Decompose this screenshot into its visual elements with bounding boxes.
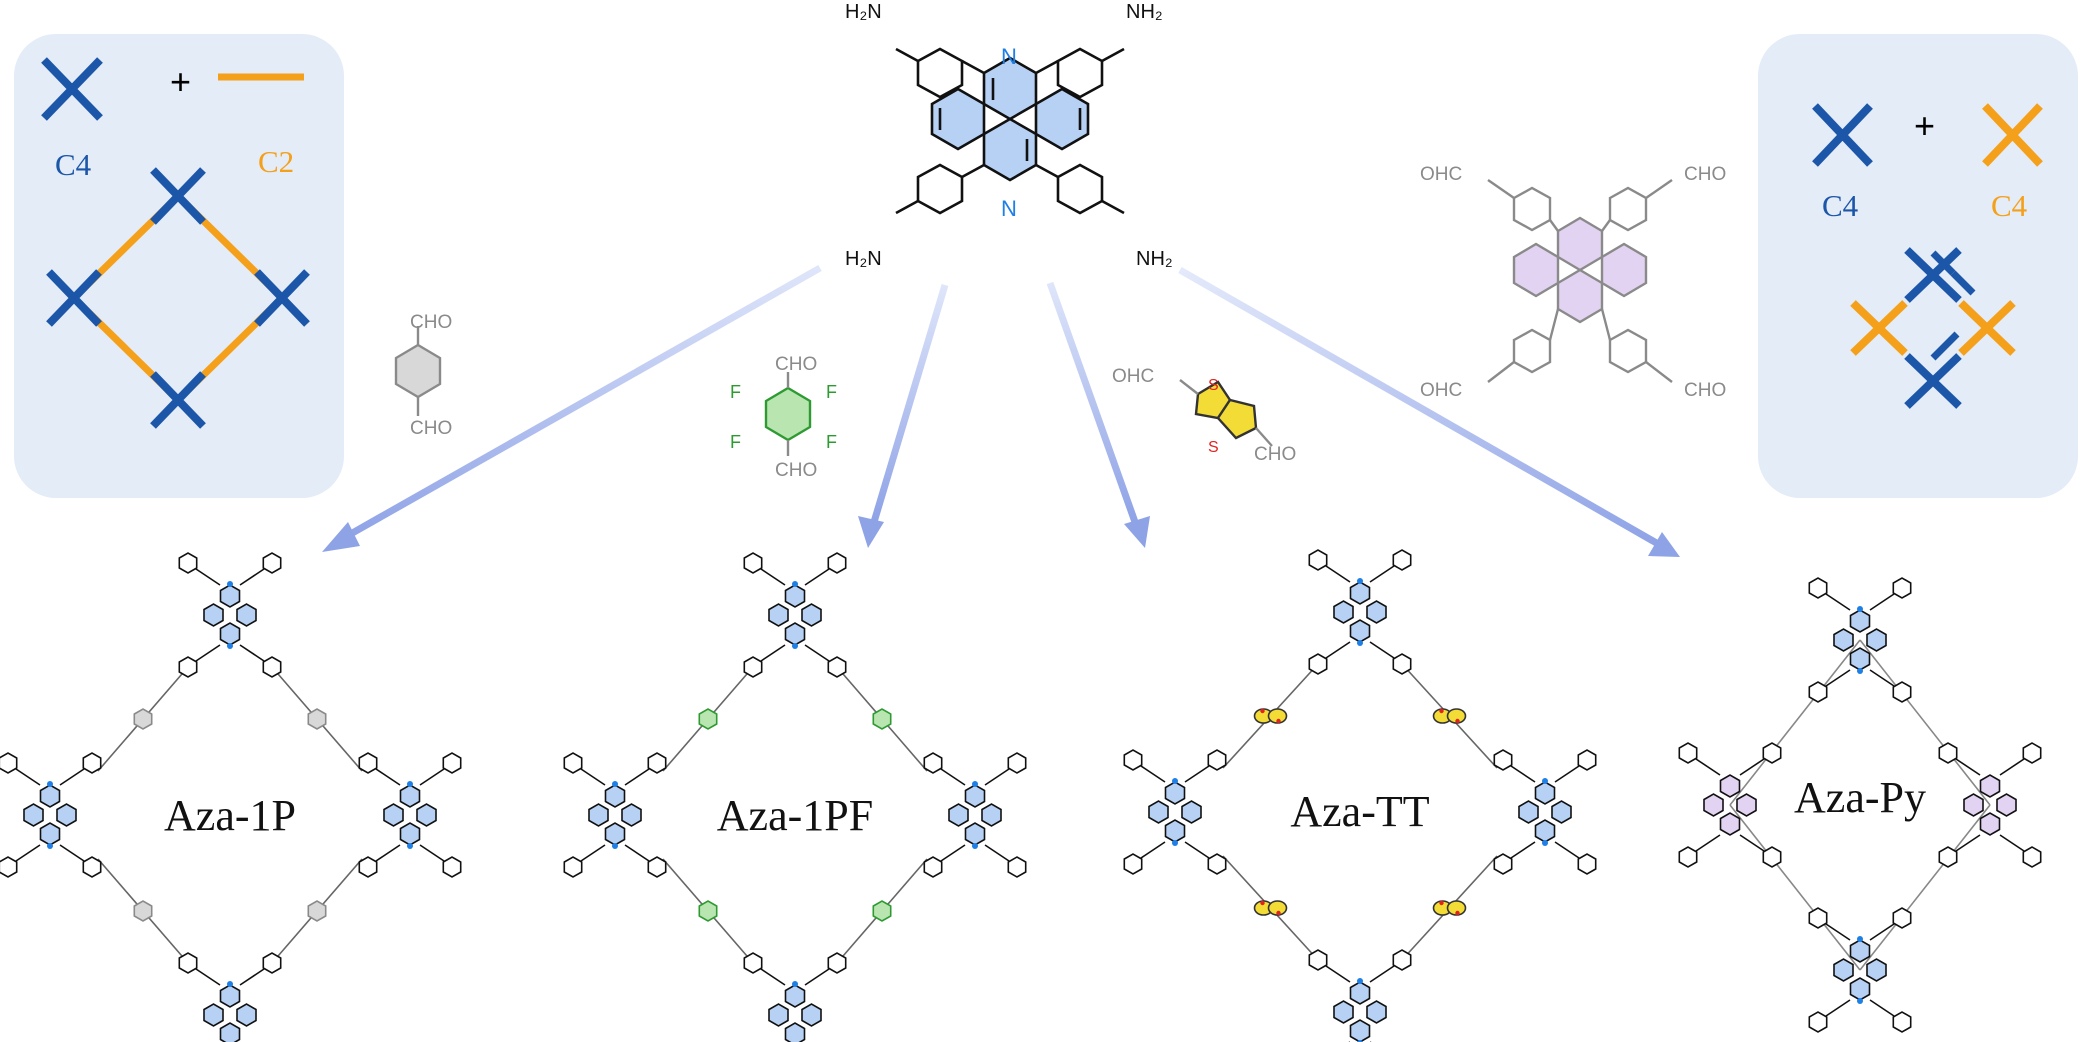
framework-linker [1401, 855, 1498, 961]
pyrene-tetraaldehyde-linker: OHC CHO OHC CHO [1420, 164, 1726, 401]
cof-framework-pf [563, 552, 1027, 1042]
c4-node-label-right: C4 [1822, 188, 1859, 223]
framework-node [1678, 742, 1782, 868]
imine-bond [1729, 639, 1861, 806]
cho-br-label: CHO [1684, 380, 1726, 401]
arrow-to-aza-py [1178, 266, 1680, 557]
framework-node [178, 552, 282, 678]
thienothiophene-linker: OHC CHO S S [1112, 366, 1296, 465]
framework-node [1808, 907, 1912, 1033]
framework-node [1808, 577, 1912, 703]
cho-top-label: CHO [410, 312, 452, 333]
c4-node-symbol [41, 57, 103, 121]
sql-topology-diagram [46, 167, 310, 429]
cof-label-aza-1pf: Aza-1PF [717, 791, 873, 840]
ring-nitrogen-bottom: N [1001, 196, 1017, 221]
cho-right-label: CHO [1254, 444, 1296, 465]
reaction-arrows [322, 264, 1680, 557]
amine-label-tr: NH₂ [1126, 1, 1163, 23]
framework-linker [1222, 855, 1319, 961]
c4-linker-label-right: C4 [1991, 188, 2028, 223]
fluorine-label-tl: F [730, 382, 741, 402]
sulfur-label-top: S [1208, 377, 1219, 394]
ohc-tl-label: OHC [1420, 164, 1462, 185]
amine-label-bl: H₂N [845, 248, 882, 270]
cof-framework-py [1678, 577, 2042, 1033]
core-molecule-labels: H₂N NH₂ H₂N NH₂ N N [845, 1, 1173, 270]
arrow-to-aza-1p [322, 264, 822, 552]
framework-linker [271, 858, 363, 964]
c4-node-symbol-right [1812, 103, 1873, 167]
framework-node [1938, 742, 2042, 868]
kgm-topology-diagram [1850, 247, 2016, 409]
framework-linker [836, 858, 928, 964]
fluorine-label-br: F [826, 432, 837, 452]
framework-node [178, 952, 282, 1042]
c2-linker-label: C2 [258, 144, 294, 179]
c4-linker-symbol [1982, 103, 2043, 167]
phenyl-arm-tr [1035, 47, 1125, 99]
cho-bottom-label: CHO [410, 418, 452, 439]
cof-framework-p [0, 552, 462, 1042]
amine-label-br: NH₂ [1136, 248, 1173, 270]
framework-node [1123, 749, 1227, 875]
left-topology-legend: + C4 C2 [14, 34, 344, 498]
core-ring-system [930, 56, 1090, 182]
imine-bond [1859, 639, 1991, 806]
framework-node [1308, 949, 1412, 1042]
arrow-to-aza-tt [1046, 281, 1150, 548]
cof-framework-tt [1123, 549, 1597, 1042]
cof-structures [0, 549, 2042, 1042]
phenyl-arm-tl [895, 47, 985, 99]
cof-label-aza-tt: Aza-TT [1290, 787, 1429, 836]
tetrafluoro-linker: CHO CHO F F F F [730, 354, 837, 481]
phenyl-arm-br [1035, 163, 1125, 215]
framework-node [1493, 749, 1597, 875]
cho-bottom-label-pf: CHO [775, 460, 817, 481]
fluorine-label-tr: F [826, 382, 837, 402]
framework-node [0, 752, 102, 878]
amine-label-tl: H₂N [845, 1, 882, 23]
imine-bond [1729, 804, 1861, 971]
fluorine-label-bl: F [730, 432, 741, 452]
framework-linker [271, 666, 363, 772]
framework-node [743, 952, 847, 1042]
cof-label-aza-py: Aza-Py [1794, 773, 1926, 822]
framework-node [1308, 549, 1412, 675]
cof-label-aza-1p: Aza-1P [164, 791, 296, 840]
cho-top-label-pf: CHO [775, 354, 817, 375]
framework-linker [662, 666, 754, 772]
core-tetraamine-molecule [895, 47, 1125, 215]
imine-bond [1859, 804, 1991, 971]
ohc-bl-label: OHC [1420, 380, 1462, 401]
framework-linker [97, 858, 189, 964]
plus-sign-left: + [170, 61, 191, 102]
ohc-left-label: OHC [1112, 366, 1154, 387]
framework-linker [1401, 663, 1498, 769]
arrow-to-aza-1pf [858, 283, 949, 548]
sulfur-label-bottom: S [1208, 439, 1219, 456]
terephthalaldehyde-linker: CHO CHO [394, 312, 452, 439]
ring-nitrogen-top: N [1001, 44, 1017, 69]
phenyl-arm-bl [895, 163, 985, 215]
framework-linker [1222, 663, 1319, 769]
framework-linker [836, 666, 928, 772]
framework-node [923, 752, 1027, 878]
cho-tr-label: CHO [1684, 164, 1726, 185]
right-topology-legend: + C4 C4 [1758, 34, 2078, 498]
plus-sign-right: + [1914, 105, 1935, 146]
left-legend-panel [14, 34, 344, 498]
framework-node [743, 552, 847, 678]
framework-linker [97, 666, 189, 772]
c4-node-label: C4 [55, 147, 92, 182]
framework-linker [662, 858, 754, 964]
framework-node [563, 752, 667, 878]
framework-node [358, 752, 462, 878]
